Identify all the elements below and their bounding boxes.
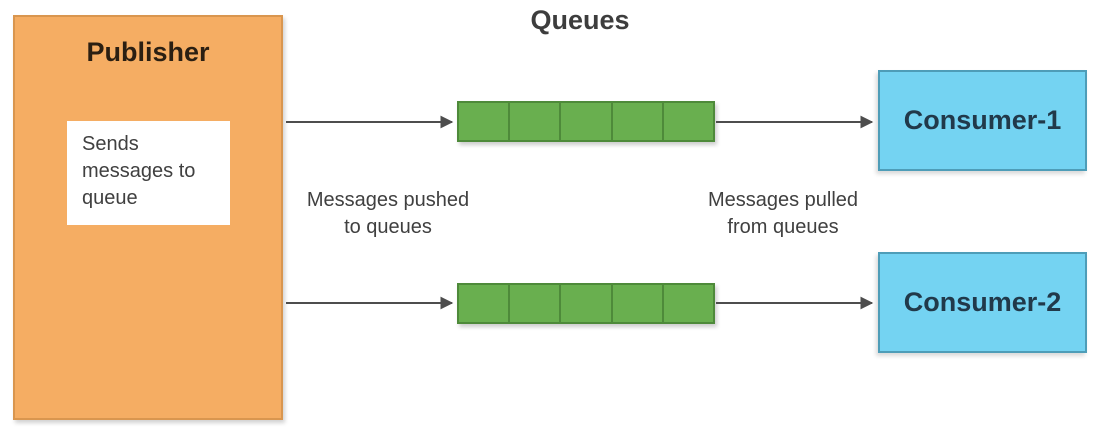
publisher-note: Sends messages to queue	[67, 121, 230, 225]
queue-segment	[561, 103, 613, 140]
messages-pushed-label: Messages pushed to queues	[306, 189, 470, 238]
publisher-box: Publisher Sends messages to queue	[13, 15, 283, 420]
consumer-1-box: Consumer-1	[878, 70, 1087, 171]
queue-segment	[510, 285, 562, 322]
consumer-2-box: Consumer-2	[878, 252, 1087, 353]
queue-segment	[664, 285, 713, 322]
queue-segment	[664, 103, 713, 140]
queue-1	[457, 101, 715, 142]
queue-segment	[561, 285, 613, 322]
queue-segment	[613, 285, 664, 322]
queue-segment	[510, 103, 562, 140]
messages-pulled-label: Messages pulled from queues	[707, 189, 859, 238]
publisher-label: Publisher	[86, 37, 210, 67]
consumer-1-label: Consumer-1	[903, 105, 1062, 135]
queue-segment	[613, 103, 664, 140]
queue-segment	[459, 103, 511, 140]
consumer-2-label: Consumer-2	[903, 287, 1062, 317]
queues-title: Queues	[530, 5, 630, 35]
queue-segment	[459, 285, 511, 322]
queue-2	[457, 283, 715, 324]
